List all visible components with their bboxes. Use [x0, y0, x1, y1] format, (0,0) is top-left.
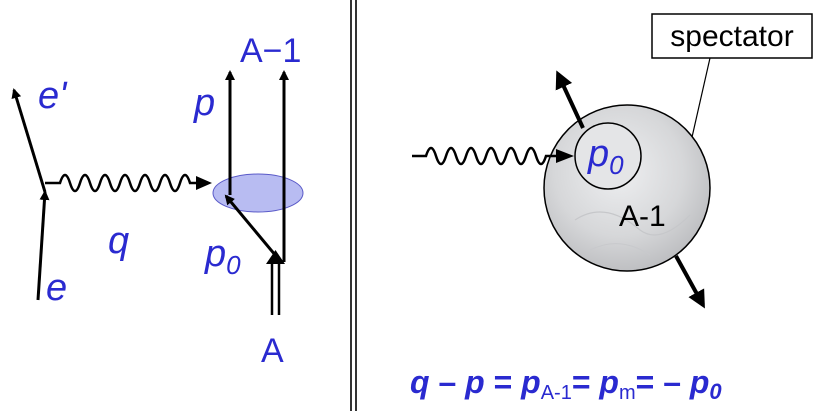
marble-vein-2 [589, 243, 651, 256]
electron-in-line [36, 190, 50, 301]
electron-out-label: e' [38, 75, 68, 117]
residual-label: A−1 [240, 32, 301, 70]
left-diagram: e' e q p p0 A−1 A [11, 32, 304, 370]
nucleus-vertex-ellipse [212, 173, 304, 213]
nucleon-out-arrow [555, 70, 585, 129]
electron-in-label: e [46, 267, 67, 309]
proton-label: p [193, 82, 215, 124]
panel-divider [350, 0, 357, 411]
residual-recoil-arrow [674, 255, 705, 309]
right-diagram: spectator p0 A-1 [412, 13, 813, 309]
target-arrowhead [266, 250, 285, 264]
target-label: A [261, 332, 284, 370]
kinematics-equation: q – p = pA-1= pm= – p0 [410, 364, 722, 404]
initial-nucleon-label: p0 [204, 233, 241, 280]
marble-vein-1 [574, 211, 691, 236]
nucleon-circle [574, 122, 642, 190]
photon-label: q [108, 220, 129, 262]
initial-nucleon-line [224, 194, 278, 257]
photon-wavy-line [45, 173, 198, 193]
spectator-box [651, 13, 813, 59]
photon-arrowhead-right [556, 149, 574, 163]
spectator-label: spectator [670, 20, 793, 53]
residual-label-right: A-1 [619, 200, 666, 233]
photon-wavy-line-right [412, 146, 556, 166]
nucleon-label: p0 [587, 133, 624, 180]
photon-arrowhead [196, 176, 212, 190]
electron-out-line [11, 88, 47, 193]
